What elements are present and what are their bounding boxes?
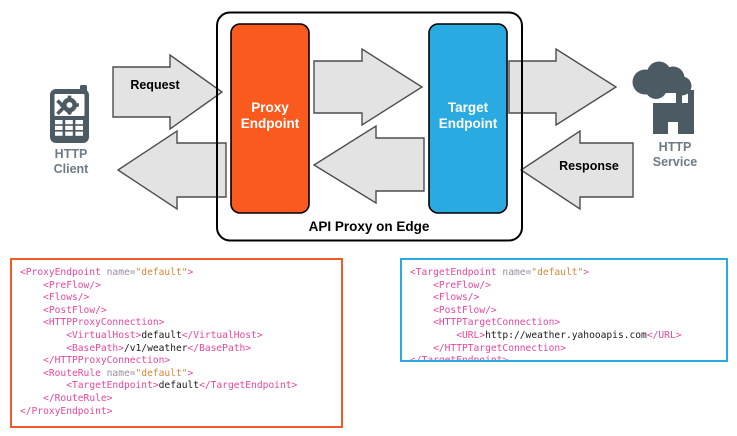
cloud-shape	[632, 61, 692, 99]
proxy-to-target-arrow	[313, 47, 424, 127]
api-proxy-outer-box	[216, 11, 523, 242]
response-arrow-label: Response	[559, 159, 619, 173]
response-arrow	[519, 129, 634, 211]
http-client-label: HTTP Client	[53, 147, 89, 177]
request-arrow	[112, 53, 224, 131]
target-endpoint-label: Target Endpoint	[438, 100, 498, 132]
target-endpoint-box	[428, 23, 508, 214]
proxy-endpoint-code-block: <ProxyEndpoint name="default"> <PreFlow/…	[10, 258, 343, 428]
proxy-endpoint-label: Proxy Endpoint	[240, 100, 300, 132]
http-service-label: HTTP Service	[652, 140, 698, 170]
factory-cloud-icon	[632, 61, 694, 134]
factory-shape	[653, 90, 694, 134]
target-to-proxy-arrow	[312, 124, 425, 205]
proxy-endpoint-box	[230, 23, 310, 214]
target-to-service-arrow	[508, 47, 618, 127]
api-proxy-outer-label: API Proxy on Edge	[308, 219, 430, 234]
proxy-to-client-arrow	[116, 129, 227, 211]
target-endpoint-code-block: <TargetEndpoint name="default"> <PreFlow…	[400, 258, 728, 362]
flow-arrows	[112, 47, 634, 211]
mobile-phone-gear-icon	[50, 85, 89, 143]
request-arrow-label: Request	[130, 78, 180, 92]
